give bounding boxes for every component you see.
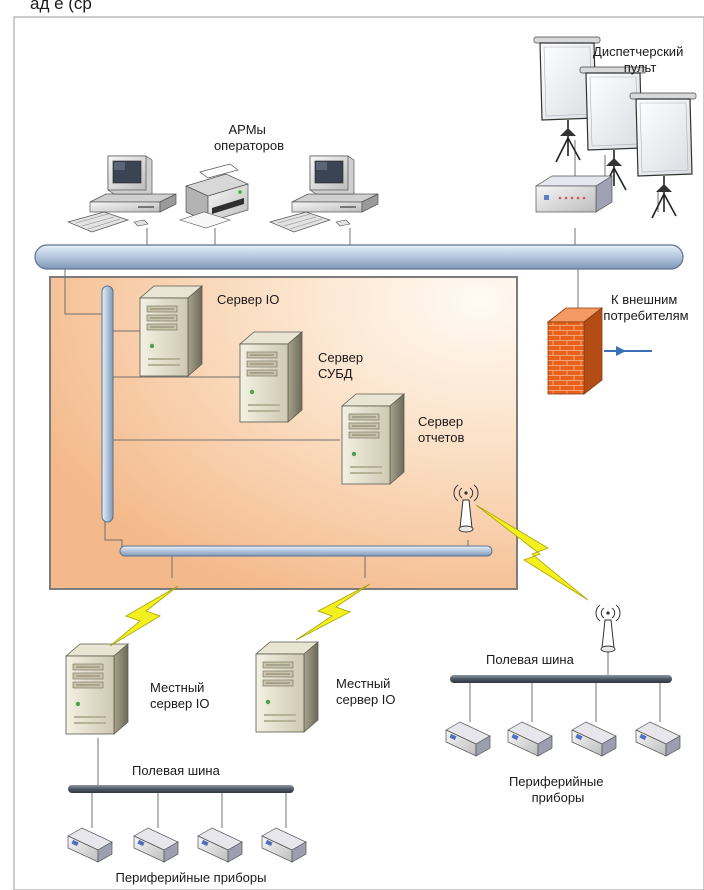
server-bottom-bus	[119, 545, 493, 557]
external-arrow	[604, 346, 652, 356]
tower-server-icon	[341, 393, 405, 485]
tower-server-icon	[139, 285, 203, 377]
lightning-link-icon	[109, 585, 179, 647]
server-zone	[49, 276, 518, 590]
label-local-server-2: Местный сервер IO	[336, 676, 396, 707]
lightning-link-icon	[295, 583, 371, 641]
radio-links	[109, 504, 589, 647]
tower-server-icon	[65, 643, 129, 735]
fieldbus-left	[68, 785, 294, 793]
main-network-bus	[34, 244, 684, 270]
tower-server-icon	[239, 331, 303, 423]
label-server-reports: Сервер отчетов	[418, 414, 467, 445]
header-partial-text: ад е (ср	[30, 0, 92, 13]
label-peripherals-left: Периферийные приборы	[116, 870, 267, 885]
label-external: К внешним потребителям	[603, 292, 688, 323]
label-fieldbus-right: Полевая шина	[486, 652, 575, 667]
lightning-link-icon	[475, 504, 589, 601]
network-switch-icon	[535, 175, 613, 213]
label-server-dbms: Сервер СУБД	[318, 350, 367, 381]
label-arm: АРМы операторов	[214, 122, 284, 153]
fieldbus-right	[450, 675, 672, 683]
label-fieldbus-left: Полевая шина	[132, 763, 221, 778]
label-server-io: Сервер IO	[217, 292, 279, 307]
server-vertical-bus	[101, 285, 114, 523]
label-local-server-1: Местный сервер IO	[150, 680, 210, 711]
label-peripherals-right: Периферийные приборы	[509, 774, 607, 805]
tower-server-icon	[255, 641, 319, 733]
firewall-icon	[546, 307, 604, 395]
label-dispatch: Диспетчерский пульт	[593, 44, 687, 75]
